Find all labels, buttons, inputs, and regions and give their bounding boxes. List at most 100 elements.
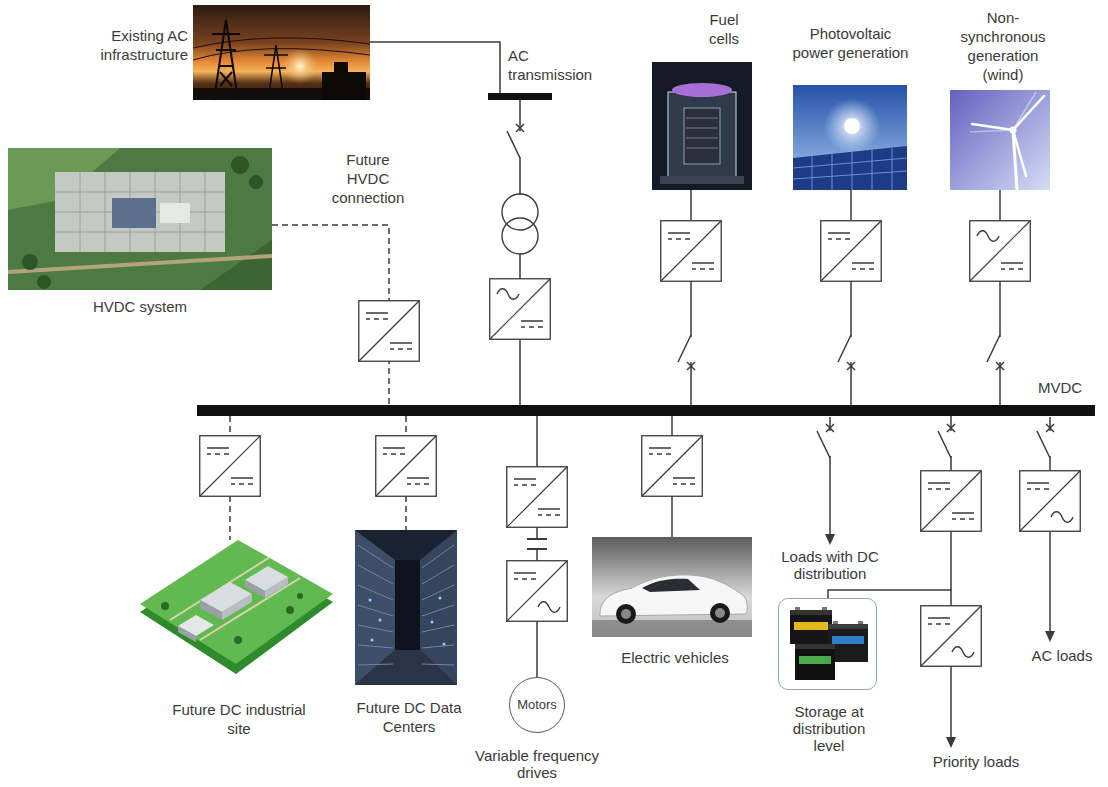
hvdc-station-photo: [8, 256, 272, 272]
converter-symbol: [661, 221, 722, 282]
converter-symbol: [507, 561, 568, 622]
battery-storage-photo: [795, 644, 835, 649]
solar-panel-photo: [793, 148, 907, 190]
caption-text: Electric vehicles: [602, 648, 748, 667]
data-center-photo: [422, 545, 454, 665]
converter-symbol: [359, 301, 420, 362]
hvdc-station-photo: [22, 254, 38, 270]
fuel-cell-photo: [652, 62, 752, 190]
data-center-photo: [379, 619, 382, 622]
solar-panel-photo: [793, 85, 907, 190]
caption-text: HVDC system: [60, 297, 220, 316]
hvdc-station-photo: [160, 203, 190, 223]
industrial-site-illustration: [161, 602, 169, 610]
converter-symbol: [376, 436, 437, 497]
data-center-photo: [358, 545, 393, 665]
fuel-cell-photo: [686, 118, 718, 148]
battery-storage-photo: [795, 607, 863, 624]
converter-symbol: [200, 221, 1081, 667]
hvdc-station-photo: [112, 198, 156, 228]
data-center-photo: [443, 643, 446, 646]
capacitor-symbol: [527, 539, 547, 549]
data-center-photo: [369, 599, 372, 602]
solar-panel-photo: [793, 85, 907, 190]
data-center-photo: [431, 621, 434, 624]
ac-bus-bar: [488, 93, 552, 100]
hvdc-station-photo: [8, 148, 272, 290]
battery-storage-photo: [795, 648, 835, 680]
converter-symbol: [921, 471, 982, 532]
switch-symbol: [817, 424, 834, 458]
electric-car-photo: [592, 620, 752, 637]
arrow-head: [1045, 631, 1055, 642]
ac-infrastructure-photo: [193, 5, 370, 100]
industrial-site-illustration: [200, 600, 222, 620]
solar-panel-photo: [824, 98, 880, 154]
photo-node: Future DC industrial site: [138, 540, 335, 675]
industrial-site-illustration: [140, 540, 333, 664]
storage-panel: Storage at distribution level: [778, 598, 877, 690]
photo-node: Electric vehicles: [592, 537, 752, 637]
annotation-label: Priority loads: [918, 752, 1034, 771]
caption-text: Storage at distribution level: [779, 703, 879, 754]
battery-storage-photo: [790, 614, 832, 644]
battery-storage-photo: [795, 607, 800, 610]
wind-turbine-photo: [1010, 127, 1017, 134]
annotation-label: Loads with DC distribution: [772, 548, 888, 582]
annotation-label: AC transmission: [508, 46, 608, 84]
converter-symbol: [1020, 471, 1081, 532]
industrial-site-illustration: [140, 540, 333, 674]
transformer-symbol: [502, 218, 538, 254]
electric-car-photo: [592, 537, 752, 637]
photo-node: Non-synchronous generation (wind): [950, 90, 1050, 190]
capacitor-symbol: [527, 539, 547, 549]
annotation-label: AC loads: [1020, 646, 1104, 665]
caption-text: Photovoltaic power generation: [789, 24, 912, 62]
switch-symbol: [938, 424, 955, 458]
industrial-site-illustration: [297, 593, 303, 599]
industrial-site-illustration: [234, 636, 242, 644]
data-center-photo: [371, 639, 374, 642]
industrial-site-illustration: [245, 580, 265, 598]
electric-car-photo: [710, 603, 730, 623]
converter-symbol: [490, 279, 551, 340]
data-center-photo: [355, 530, 457, 685]
electric-car-photo: [715, 608, 725, 618]
data-center-photo: [439, 597, 442, 600]
transformer-symbol: [498, 194, 542, 254]
solar-panel-photo: [844, 118, 860, 134]
converter-symbol: [921, 606, 982, 667]
transformer-symbol: [502, 194, 538, 230]
converter-symbol: [821, 221, 882, 282]
fuel-cell-photo: [660, 176, 744, 184]
industrial-site-illustration: [178, 626, 196, 642]
data-center-photo: [369, 597, 446, 646]
switch-symbol: [678, 335, 695, 370]
ac-infrastructure-photo: [193, 5, 370, 100]
data-center-photo: [355, 530, 457, 685]
switch-symbol: [987, 335, 1004, 370]
electric-car-photo: [592, 537, 752, 637]
industrial-site-illustration: [161, 593, 303, 644]
battery-storage-photo: [779, 599, 876, 689]
battery-storage-photo: [832, 636, 864, 644]
hvdc-station-photo: [22, 156, 263, 289]
switch-symbol: [507, 124, 524, 158]
battery-storage-photo: [790, 610, 832, 615]
photo-node: Photovoltaic power generation: [793, 85, 907, 190]
electric-car-photo: [616, 604, 636, 624]
converter-symbol: [200, 436, 261, 497]
ac-bus-bar: [488, 93, 552, 100]
caption-text: MVDC: [1038, 378, 1098, 397]
photo-node: Future DC Data Centers: [355, 530, 457, 685]
switch-symbol: [838, 335, 855, 370]
caption-text: Existing AC infrastructure: [76, 26, 188, 64]
hvdc-station-photo: [37, 275, 51, 289]
wind-turbine-photo: [950, 90, 1050, 190]
battery-storage-photo: [822, 607, 827, 610]
ac-infrastructure-photo: [322, 62, 366, 100]
caption-text: Future DC Data Centers: [350, 698, 468, 736]
